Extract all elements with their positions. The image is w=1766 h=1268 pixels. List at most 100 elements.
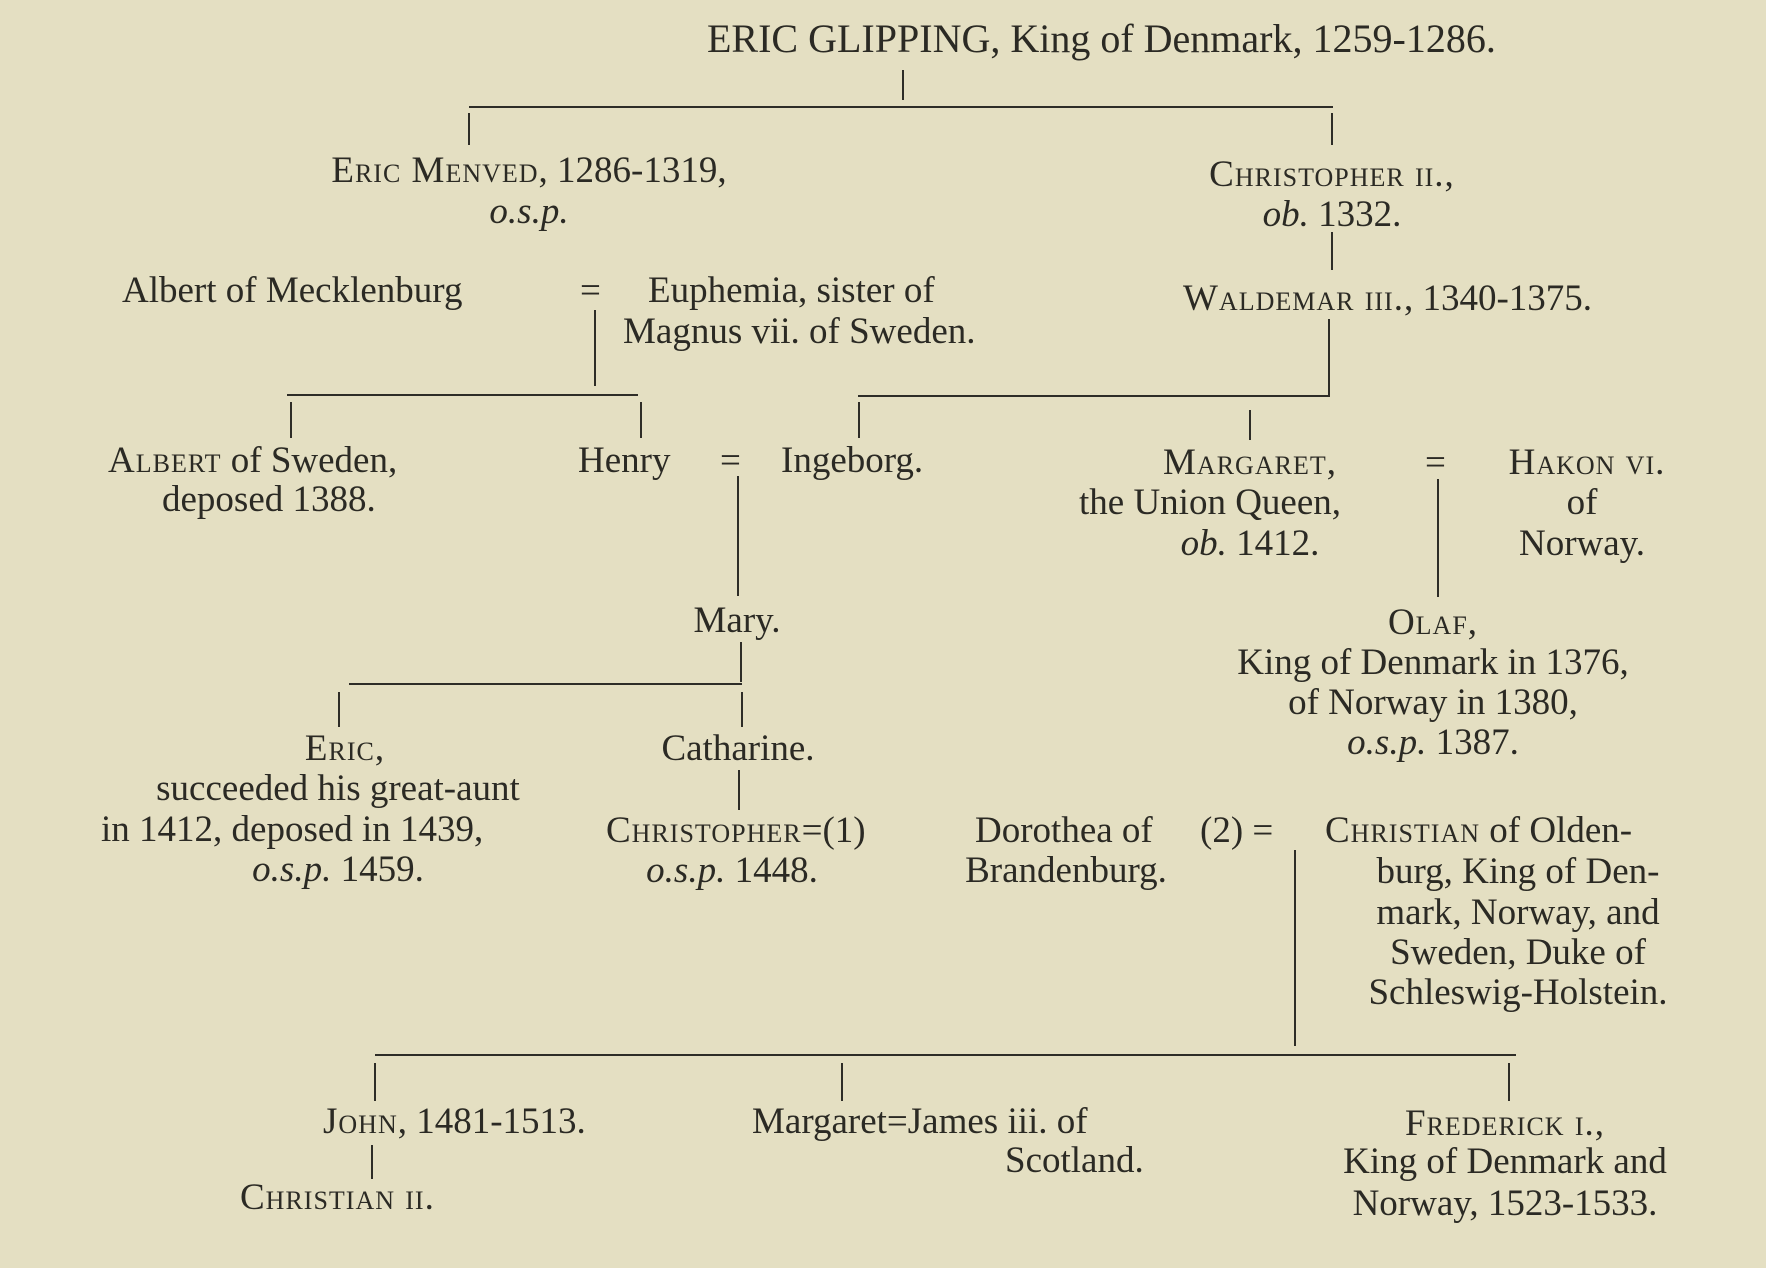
note-italic: ob. (1262, 194, 1309, 235)
marriage-sign: = (720, 440, 741, 481)
connector-line (1249, 410, 1251, 440)
connector-line (468, 113, 470, 145)
person-christopher-ii: Christopher ii., (1082, 154, 1582, 195)
person-christian-ii: Christian ii. (240, 1177, 435, 1218)
person-name: Eric Menved (331, 150, 539, 191)
connector-line (741, 692, 743, 727)
person-eric-line2: succeeded his great-aunt (156, 768, 520, 809)
note-date: 1412. (1226, 523, 1320, 564)
person-christian-line2: burg, King of Den- (1376, 851, 1660, 892)
person-name: Christian (1325, 810, 1481, 851)
person-albert-of-sweden: Albert of Sweden, (108, 440, 397, 481)
connector-line (290, 402, 292, 438)
person-name: John (323, 1101, 398, 1142)
person-name: Margaret, (1163, 442, 1337, 483)
note-deposed-1388: deposed 1388. (162, 479, 376, 520)
person-frederick-i: Frederick i., (1405, 1103, 1605, 1144)
person-hakon-norway: Norway. (1518, 523, 1646, 564)
person-john: John, 1481-1513. (323, 1101, 586, 1142)
person-name: Waldemar iii. (1183, 278, 1404, 319)
person-james-scotland: Scotland. (1005, 1140, 1144, 1181)
connector-line (469, 106, 1333, 108)
connector-line (375, 1054, 1516, 1056)
note-osp-1387: o.s.p. 1387. (1183, 722, 1683, 763)
person-euphemia: Euphemia, sister of (648, 270, 935, 311)
person-christopher: Christopher=(1) (606, 810, 866, 851)
person-christian-of-oldenburg: Christian of Olden- (1325, 810, 1632, 851)
marriage-sign-2: (2) = (1200, 810, 1274, 851)
person-name: Eric, (304, 728, 386, 769)
connector-line (1331, 232, 1333, 270)
person-dorothea: Dorothea of (975, 810, 1153, 851)
connector-line (902, 70, 904, 100)
person-dates: , 1340-1375. (1403, 278, 1593, 319)
person-waldemar-iii: Waldemar iii., 1340-1375. (1183, 278, 1592, 319)
connector-line (1328, 319, 1330, 395)
connector-line (371, 1145, 373, 1179)
person-henry: Henry (578, 440, 671, 481)
person-hakon-vi: Hakon vi. (1482, 442, 1692, 483)
note-date: 1387. (1426, 722, 1519, 763)
note-osp-1448: o.s.p. 1448. (582, 850, 882, 891)
person-frederick-line3: Norway, 1523-1533. (1352, 1183, 1658, 1224)
connector-line (1508, 1063, 1510, 1101)
connector-line (1294, 850, 1296, 1046)
person-euphemia-line2: Magnus vii. of Sweden. (623, 311, 976, 352)
connector-line (287, 394, 638, 396)
person-dates: , 1481-1513. (397, 1101, 586, 1142)
connector-line (737, 476, 739, 596)
person-eric-menved: Eric Menved, 1286-1319, (279, 150, 779, 191)
marriage-sign-1: =(1) (801, 810, 866, 851)
person-olaf: Olaf, (1183, 602, 1683, 643)
connector-line (1437, 479, 1439, 597)
person-christian-line4: Sweden, Duke of (1390, 932, 1646, 973)
connector-line (640, 402, 642, 438)
person-christian-line3: mark, Norway, and (1376, 892, 1660, 933)
connector-line (374, 1063, 376, 1101)
note-italic: o.s.p. (646, 850, 726, 891)
person-hakon-of: of (1566, 482, 1598, 523)
connector-line (338, 692, 340, 727)
root-title: , King of Denmark, 1259-1286. (990, 16, 1496, 61)
person-olaf-line2: King of Denmark in 1376, (1237, 642, 1629, 683)
person-eric: Eric, (95, 728, 595, 769)
connector-line (841, 1063, 843, 1101)
note-osp: o.s.p. (489, 191, 569, 232)
person-name: Olaf, (1387, 602, 1479, 643)
person-mary: Mary. (693, 600, 781, 641)
person-title: of Sweden, (221, 440, 398, 481)
person-name: Hakon vi. (1508, 442, 1666, 483)
connector-line (349, 683, 742, 685)
person-title: of Olden- (1480, 810, 1633, 851)
connector-line (740, 642, 742, 682)
note-date: 1459. (331, 849, 424, 890)
connector-line (1331, 113, 1333, 145)
marriage-sign: = (580, 270, 601, 311)
person-name: Albert (108, 440, 222, 481)
person-frederick-line2: King of Denmark and (1343, 1141, 1667, 1182)
person-name: Christopher ii., (1209, 154, 1455, 195)
person-catharine: Catharine. (661, 728, 815, 769)
connector-line (858, 402, 860, 438)
person-margaret-union-queen: Margaret, (1050, 442, 1450, 483)
note-ob-1412: ob. 1412. (1050, 523, 1450, 564)
note-italic: ob. (1180, 523, 1227, 564)
note-date: 1448. (725, 850, 818, 891)
person-christian-line5: Schleswig-Holstein. (1368, 972, 1668, 1013)
person-dorothea-line2: Brandenburg. (965, 850, 1167, 891)
note-italic: o.s.p. (252, 849, 332, 890)
marriage-sign: = (1425, 442, 1446, 483)
note-ob-1332: ob. 1332. (1082, 194, 1582, 235)
connector-line (738, 770, 740, 810)
connector-line (858, 395, 1330, 397)
note-osp-1459: o.s.p. 1459. (88, 849, 588, 890)
person-dates: , 1286-1319, (538, 150, 727, 191)
root-eric-glipping: ERIC GLIPPING, King of Denmark, 1259-128… (707, 18, 1496, 59)
note-italic: o.s.p. (1347, 722, 1427, 763)
connector-line (594, 310, 596, 386)
person-name: Christopher (606, 810, 802, 851)
root-name: ERIC GLIPPING (707, 16, 991, 61)
person-ingeborg: Ingeborg. (781, 440, 924, 481)
person-albert-of-mecklenburg: Albert of Mecklenburg (122, 270, 463, 311)
person-margaret-title: the Union Queen, (1079, 482, 1342, 523)
